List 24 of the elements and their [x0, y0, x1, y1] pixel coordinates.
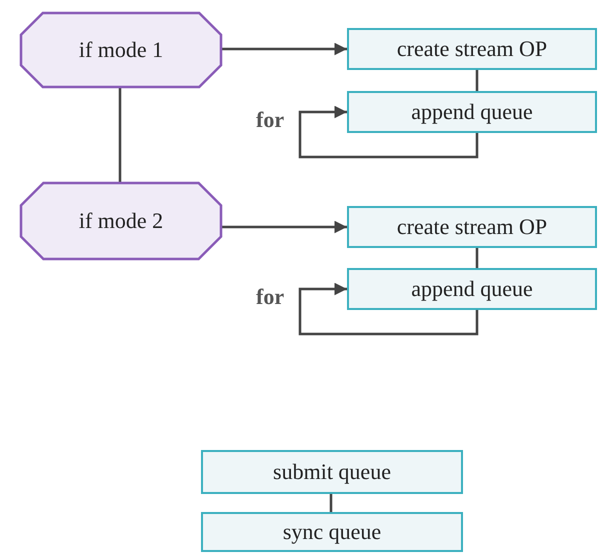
node-label: submit queue	[273, 459, 391, 485]
process-box	[201, 512, 463, 552]
connector-line	[330, 494, 332, 512]
decision-octagon	[20, 182, 222, 260]
process-box	[347, 28, 597, 70]
connector-line	[118, 88, 122, 182]
node-label: append queue	[411, 276, 533, 302]
arrow	[298, 282, 478, 336]
node-label: append queue	[411, 99, 533, 125]
node-label: sync queue	[282, 519, 382, 545]
node-label: if mode 1	[78, 37, 164, 63]
process-box	[201, 450, 463, 494]
connector-line	[476, 248, 478, 268]
node-label: create stream OP	[396, 36, 548, 62]
process-box	[347, 91, 597, 133]
node-label: if mode 2	[78, 208, 164, 234]
arrow	[222, 42, 347, 56]
arrow	[222, 220, 347, 234]
process-box	[347, 206, 597, 248]
node-label: create stream OP	[396, 214, 548, 240]
arrow	[298, 106, 478, 158]
process-box	[347, 268, 597, 310]
decision-octagon	[20, 12, 222, 88]
connector-line	[476, 70, 478, 91]
